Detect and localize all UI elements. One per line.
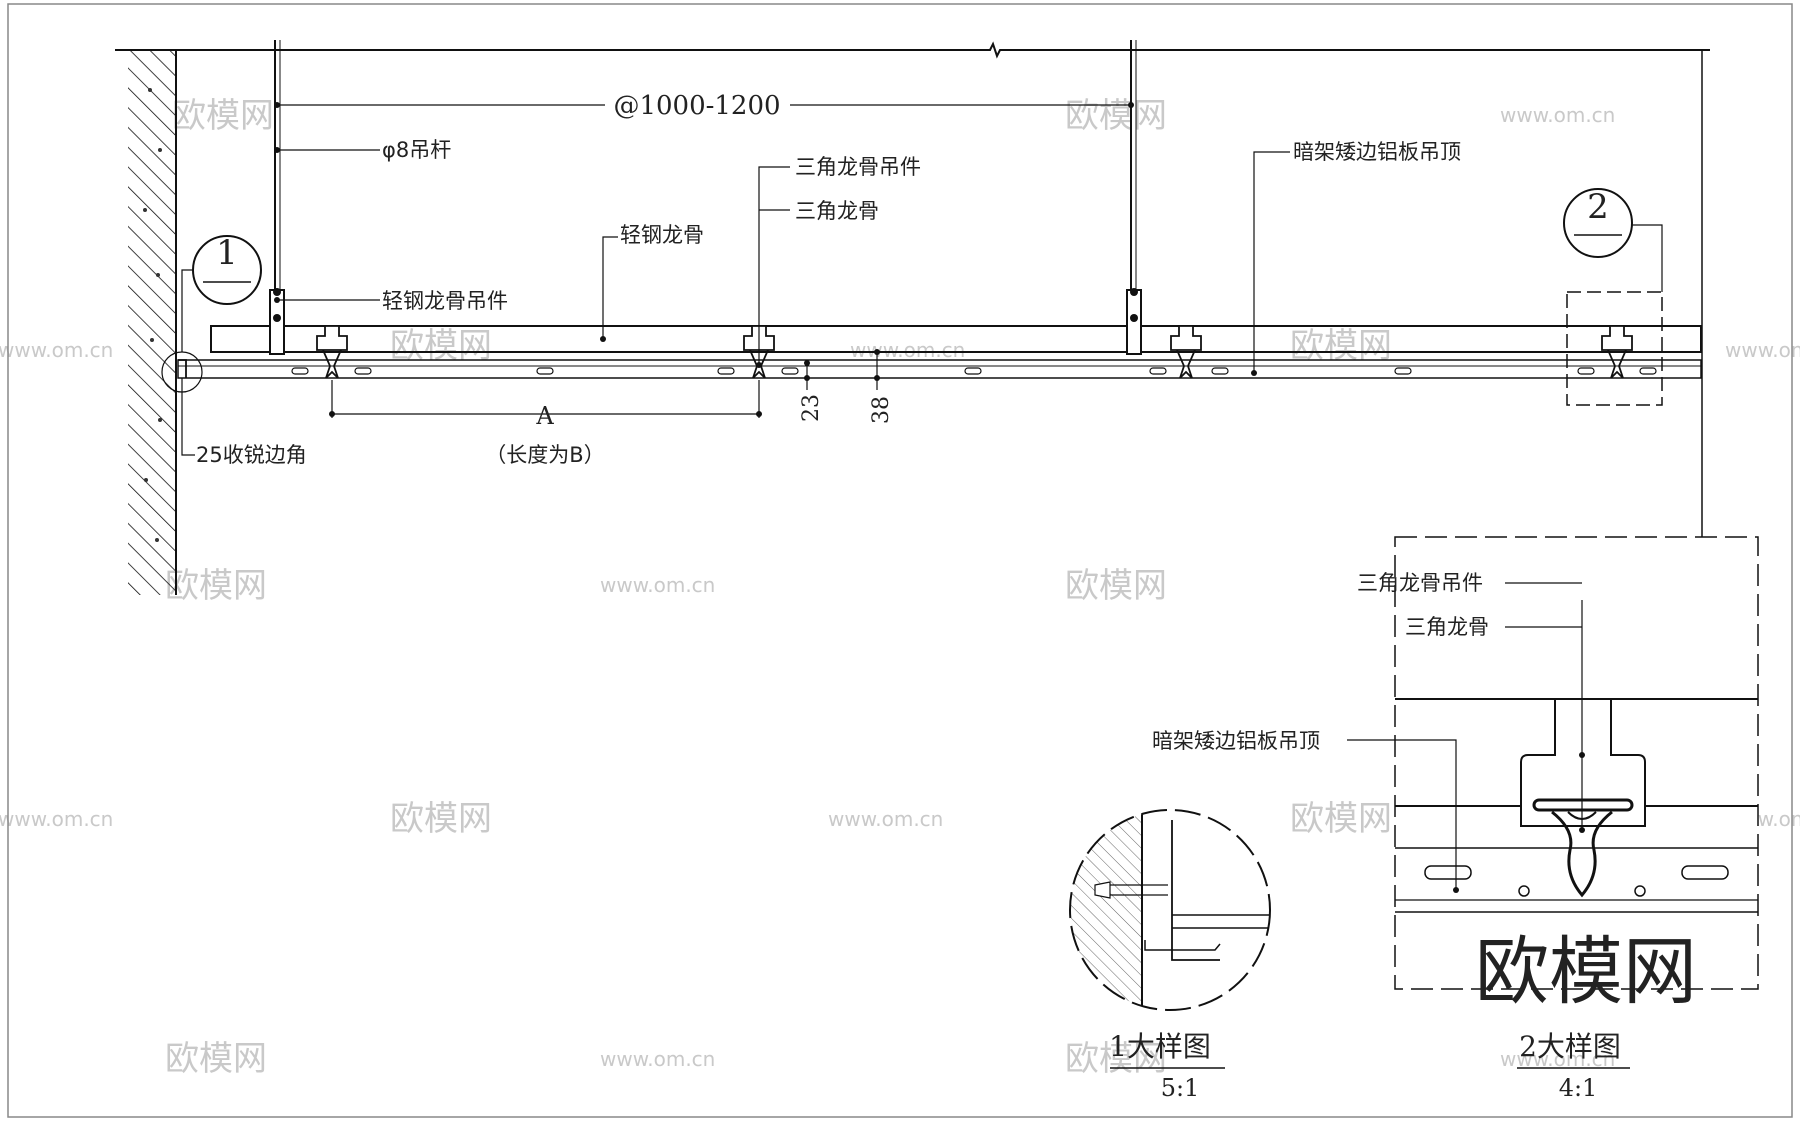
detail-1-title: 1大样图 [1109, 1030, 1211, 1063]
watermark-site: www.om.cn [600, 573, 715, 597]
callout-1: 1 [181, 233, 262, 352]
dim-a-label: A [535, 402, 554, 430]
detail-2-marker-box [1566, 291, 1663, 406]
watermark-logo: 欧模网 [1065, 566, 1167, 606]
triangle-keel-label: 三角龙骨 [795, 199, 879, 223]
detail-2-view: 三角龙骨吊件 三角龙骨 暗架矮边铝板吊顶 [1152, 536, 1759, 990]
leader-lines [181, 104, 1290, 456]
watermark-logo: 欧模网 [1290, 799, 1392, 839]
ceiling-label: 暗架矮边铝板吊顶 [1293, 140, 1461, 164]
watermark-logo: 欧模网 [390, 799, 492, 839]
detail-1-view [1069, 809, 1271, 1011]
watermark-site: www.om.cn [0, 338, 113, 362]
watermark-logo: 欧模网 [165, 1039, 267, 1079]
hanger-rods [274, 40, 1137, 290]
callout-2: 2 [1563, 187, 1663, 292]
watermark-site: www.om.cn [828, 807, 943, 831]
detail-1-scale: 5:1 [1161, 1074, 1200, 1102]
rod-label: φ8吊杆 [382, 138, 451, 162]
light-keel-label: 轻钢龙骨 [620, 223, 704, 247]
detail-2-scale: 4:1 [1559, 1074, 1598, 1102]
spacing-label: @1000-1200 [613, 91, 780, 121]
main-labels: @1000-1200 φ8吊杆 三角龙骨吊件 三角龙骨 暗架矮边铝板吊顶 轻钢龙… [196, 91, 1461, 467]
length-b-label: （长度为B） [485, 443, 604, 467]
watermark-site: www.om.cn [850, 338, 965, 362]
watermark-site: www.om.cn [1500, 1047, 1615, 1071]
watermark-site: www.om.cn [600, 1047, 715, 1071]
callout-2-number: 2 [1587, 187, 1609, 227]
aluminum-panel [177, 359, 1702, 379]
watermark-logo: 欧模网 [172, 96, 274, 136]
watermark-logo: 欧模网 [165, 566, 267, 606]
ceiling-slab-line [115, 41, 1710, 540]
drawing-border [7, 3, 1793, 1118]
keel-hanger-clips [269, 288, 1142, 355]
dimension-dots [274, 102, 1257, 417]
edge-angle-label: 25收锐边角 [196, 443, 307, 467]
callout-1-number: 1 [216, 233, 238, 273]
watermark-site: www.om.cn [1725, 338, 1800, 362]
detail-2-caption: 2大样图 4:1 [1517, 1030, 1630, 1102]
light-keel-hanger-label: 轻钢龙骨吊件 [382, 289, 508, 313]
triangle-hanger-label: 三角龙骨吊件 [795, 155, 921, 179]
watermark-logo: 欧模网 [1065, 1039, 1167, 1079]
dim-23-label: 23 [799, 394, 824, 422]
watermark-big-logo: 欧模网 [1475, 929, 1697, 1015]
light-steel-keel [210, 325, 1702, 353]
detail-1-caption: 1大样图 5:1 [1109, 1030, 1225, 1102]
watermark-site: www.om.cn [1500, 103, 1615, 127]
detail-2-title: 2大样图 [1519, 1030, 1621, 1063]
watermark-logo: 欧模网 [1065, 96, 1167, 136]
dim-38-label: 38 [869, 396, 894, 424]
detail-2-ceiling-label: 暗架矮边铝板吊顶 [1152, 729, 1320, 753]
concrete-wall [128, 50, 177, 595]
detail-2-triangle-hanger-label: 三角龙骨吊件 [1357, 571, 1483, 595]
watermark-site: www.om.cn [0, 807, 113, 831]
detail-2-triangle-keel-label: 三角龙骨 [1405, 615, 1489, 639]
